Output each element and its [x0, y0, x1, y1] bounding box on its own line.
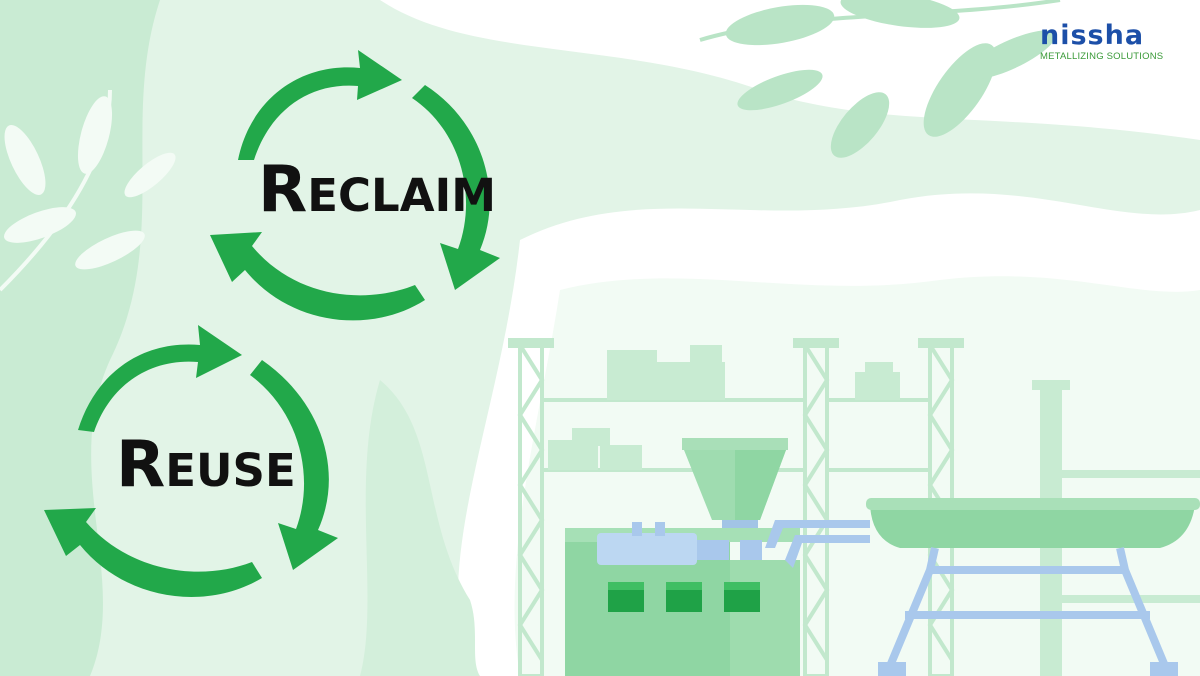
logo-tagline: METALLIZING SOLUTIONS [1040, 51, 1164, 62]
conveyor [866, 498, 1200, 676]
logo-wordmark: nissha [1040, 20, 1145, 51]
recycle-arrows-icon [210, 50, 500, 321]
white-swoosh-top [380, 0, 1200, 140]
shelf-boxes [548, 345, 900, 470]
reuse-label: Reuse [116, 428, 296, 502]
leaf-branch-left [0, 89, 176, 292]
mid-band [360, 380, 480, 676]
nissha-logo: nissha METALLIZING SOLUTIONS [1040, 22, 1163, 62]
factory-scaffold-caps [508, 338, 964, 348]
recycle-arrows-icon [44, 325, 338, 598]
reclaim-label: Reclaim [258, 153, 497, 227]
barrel [597, 520, 870, 568]
leaf-branch-top-right [699, 0, 1061, 158]
